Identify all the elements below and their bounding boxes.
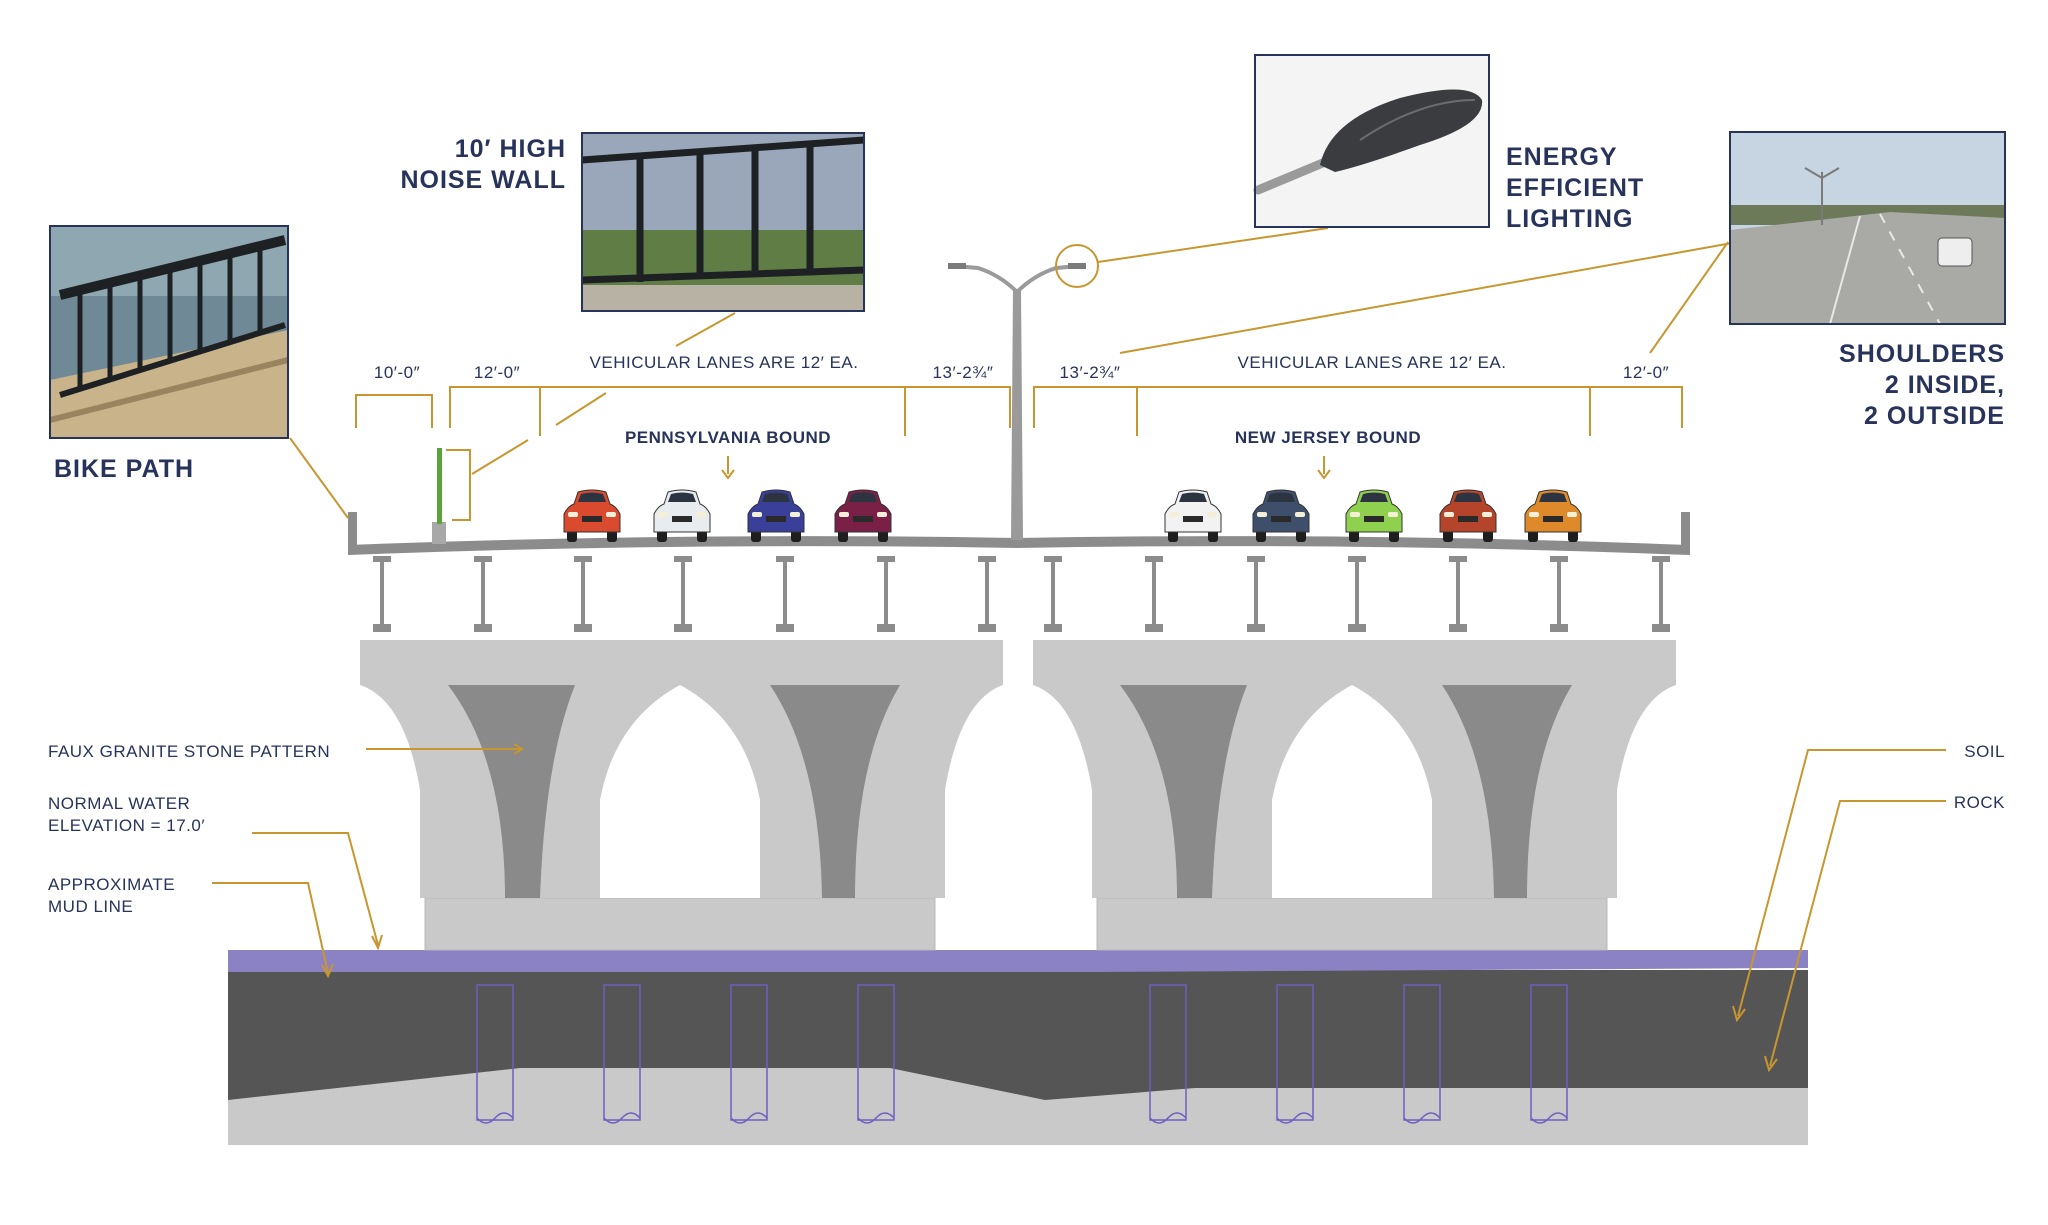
pile [476, 984, 514, 1124]
dim-lanes-right: VEHICULAR LANES ARE 12′ EA. [1238, 353, 1507, 372]
lighting-label-line1: ENERGY [1506, 143, 1618, 171]
car [653, 489, 711, 542]
rock-note: ROCK [1954, 793, 2005, 812]
left-parapet [348, 512, 357, 548]
vehicles [563, 489, 1582, 542]
girder [1348, 556, 1366, 632]
mud-line-note-line2: MUD LINE [48, 897, 133, 916]
right-notes: SOIL ROCK [1954, 742, 2005, 812]
girders [373, 556, 1670, 632]
girder [1449, 556, 1467, 632]
car [1524, 489, 1582, 542]
girder [1652, 556, 1670, 632]
mud-line-note-line1: APPROXIMATE [48, 875, 175, 894]
noise-wall-label-line2: NOISE WALL [400, 166, 566, 194]
dim-lanes-left: VEHICULAR LANES ARE 12′ EA. [590, 353, 859, 372]
pile [730, 984, 768, 1124]
girder [776, 556, 794, 632]
shoulders-label-line1: SHOULDERS [1839, 340, 2005, 368]
girder [1247, 556, 1265, 632]
new-jersey-bound-label: NEW JERSEY BOUND [1235, 428, 1421, 447]
highway-photo [1729, 131, 2006, 325]
lighting-label-line2: EFFICIENT [1506, 174, 1644, 202]
car [563, 489, 621, 542]
noise-wall-label-line1: 10′ HIGH [455, 135, 566, 163]
noise-wall-barrier [432, 522, 446, 544]
light-pole [948, 244, 1099, 542]
car [1345, 489, 1403, 542]
dim-outside-right: 12′-0″ [1623, 363, 1669, 382]
car [834, 489, 892, 542]
light-fixture-photo [1253, 54, 1490, 228]
pile [1149, 984, 1187, 1124]
pile [1403, 984, 1441, 1124]
water-layer [228, 950, 1808, 972]
bike-path-label: BIKE PATH [54, 455, 194, 483]
girder [978, 556, 996, 632]
left-pier-footing [424, 897, 936, 951]
dimension-brackets [355, 386, 1683, 521]
dim-inside-right: 13′-2¾″ [1060, 363, 1121, 382]
noise-wall [437, 448, 442, 524]
dim-inside-left: 13′-2¾″ [933, 363, 994, 382]
car [1164, 489, 1222, 542]
shoulders-label-line3: 2 OUTSIDE [1864, 402, 2005, 430]
water-elevation-note-line1: NORMAL WATER [48, 794, 190, 813]
dimension-labels: 10′-0″ 12′-0″ VEHICULAR LANES ARE 12′ EA… [374, 353, 1669, 382]
pile [857, 984, 895, 1124]
pile [603, 984, 641, 1124]
girder [1550, 556, 1568, 632]
soil-layer [228, 970, 1808, 1100]
car [1439, 489, 1497, 542]
ground-layers [228, 950, 1808, 1145]
right-pier-footing [1096, 897, 1608, 951]
girder [674, 556, 692, 632]
noise-wall-photo [581, 132, 865, 312]
left-notes: FAUX GRANITE STONE PATTERN NORMAL WATER … [48, 742, 330, 916]
car [747, 489, 805, 542]
car [1252, 489, 1310, 542]
right-parapet [1681, 512, 1690, 548]
pile [1530, 984, 1568, 1124]
leader-lines [212, 227, 1946, 1073]
right-pier [1033, 640, 1676, 898]
girder [574, 556, 592, 632]
faux-granite-note: FAUX GRANITE STONE PATTERN [48, 742, 330, 761]
callout-labels: 10′ HIGH NOISE WALL ENERGY EFFICIENT LIG… [54, 135, 2005, 483]
dim-bike-path: 10′-0″ [374, 363, 420, 382]
pile [1276, 984, 1314, 1124]
foundation-piles [476, 984, 1568, 1124]
lighting-label-line3: LIGHTING [1506, 205, 1633, 233]
girder [474, 556, 492, 632]
girder [877, 556, 895, 632]
left-pier [360, 640, 1003, 898]
girder [1145, 556, 1163, 632]
light-callout-circle [1055, 244, 1099, 288]
pennsylvania-bound-label: PENNSYLVANIA BOUND [625, 428, 831, 447]
bike-path-photo [49, 225, 289, 439]
girder [373, 556, 391, 632]
soil-note: SOIL [1964, 742, 2005, 761]
dim-wall-gap: 12′-0″ [474, 363, 520, 382]
direction-labels: PENNSYLVANIA BOUND NEW JERSEY BOUND [625, 428, 1421, 447]
shoulders-label-line2: 2 INSIDE, [1885, 371, 2005, 399]
water-elevation-note-line2: ELEVATION = 17.0′ [48, 816, 205, 835]
girder [1044, 556, 1062, 632]
